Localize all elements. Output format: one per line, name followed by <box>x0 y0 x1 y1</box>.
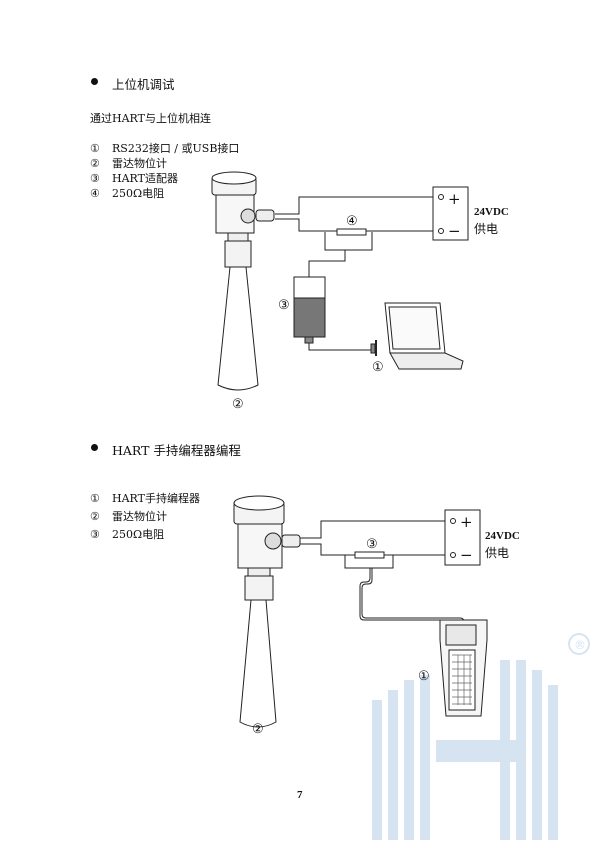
callout-1: ① <box>372 360 384 375</box>
power-label: 供电 <box>485 546 510 560</box>
resistor <box>336 228 367 236</box>
bullet-icon <box>91 444 98 451</box>
minus-terminal: − <box>460 546 473 564</box>
plus-terminal: + <box>460 513 473 531</box>
callout-3: ③ <box>366 537 378 552</box>
registered-mark: ® <box>574 638 586 652</box>
power-voltage: 24VDC <box>485 530 520 542</box>
radar-level-gauge <box>233 495 301 728</box>
section-heading: 上位机调试 <box>112 77 175 92</box>
bullet-icon <box>91 78 98 85</box>
laptop <box>384 302 464 370</box>
page-number: 7 <box>297 789 303 801</box>
power-supply-box <box>432 186 469 241</box>
plus-terminal: + <box>448 190 461 208</box>
resistor <box>354 551 385 559</box>
power-supply-box <box>444 509 481 566</box>
power-voltage: 24VDC <box>474 206 509 218</box>
power-label: 供电 <box>474 222 499 236</box>
callout-2: ② <box>252 722 264 737</box>
minus-terminal: − <box>448 222 461 240</box>
callout-1: ① <box>418 669 430 684</box>
handheld-communicator <box>439 619 488 717</box>
section-heading: HART 手持编程器编程 <box>112 443 241 458</box>
intro-text: 通过HART与上位机相连 <box>90 112 211 125</box>
callout-3: ③ <box>278 298 290 313</box>
callout-2: ② <box>232 397 244 412</box>
callout-4: ④ <box>346 214 358 229</box>
radar-level-gauge <box>211 171 275 391</box>
